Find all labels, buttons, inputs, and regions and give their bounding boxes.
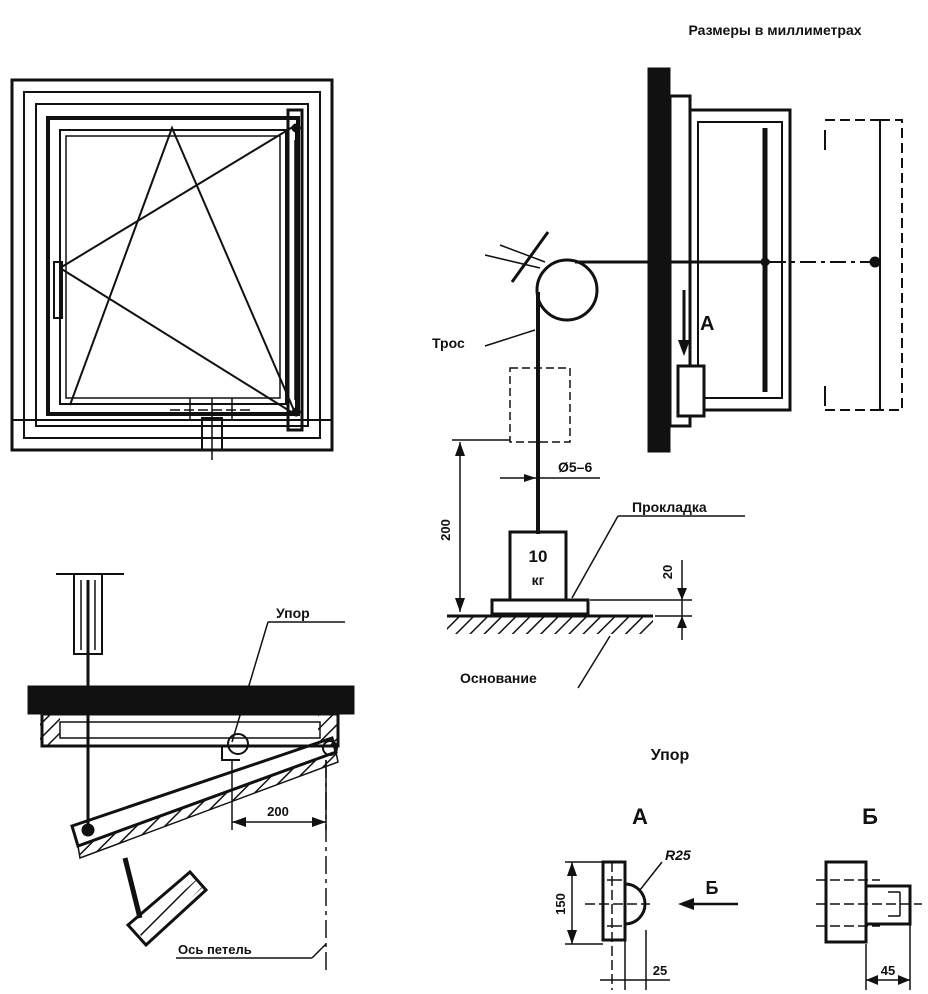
hinge-axis-label: Ось петель xyxy=(178,942,252,957)
plan-view xyxy=(27,573,355,970)
detail-arrow-b: Б xyxy=(706,878,719,898)
test-rig xyxy=(447,67,903,689)
detail-title: Упор xyxy=(651,747,690,764)
units-note: Размеры в миллиметрах xyxy=(688,22,861,38)
cable-label: Трос xyxy=(432,335,465,351)
detail-view-b-drawing xyxy=(816,860,922,990)
detail-dim-45: 45 xyxy=(881,963,895,978)
detail-view-b: Б xyxy=(862,804,878,829)
dim-20: 20 xyxy=(660,565,675,579)
weight-value: 10 xyxy=(529,547,548,566)
gasket-label: Прокладка xyxy=(632,499,707,515)
weight-unit: кг xyxy=(532,572,545,588)
dim-200-vertical: 200 xyxy=(438,519,453,541)
base-label: Основание xyxy=(460,670,537,686)
diameter-label: Ø5–6 xyxy=(558,459,592,475)
view-a-marker: А xyxy=(700,313,714,335)
dim-200-horizontal: 200 xyxy=(267,804,289,819)
detail-view-a: А xyxy=(632,804,648,829)
stop-label-plan: Упор xyxy=(276,605,310,621)
detail-dim-25: 25 xyxy=(653,963,667,978)
detail-radius: R25 xyxy=(665,847,691,863)
window-front-view xyxy=(10,78,334,460)
detail-dim-150: 150 xyxy=(553,893,568,915)
detail-view-a-drawing xyxy=(565,860,738,990)
